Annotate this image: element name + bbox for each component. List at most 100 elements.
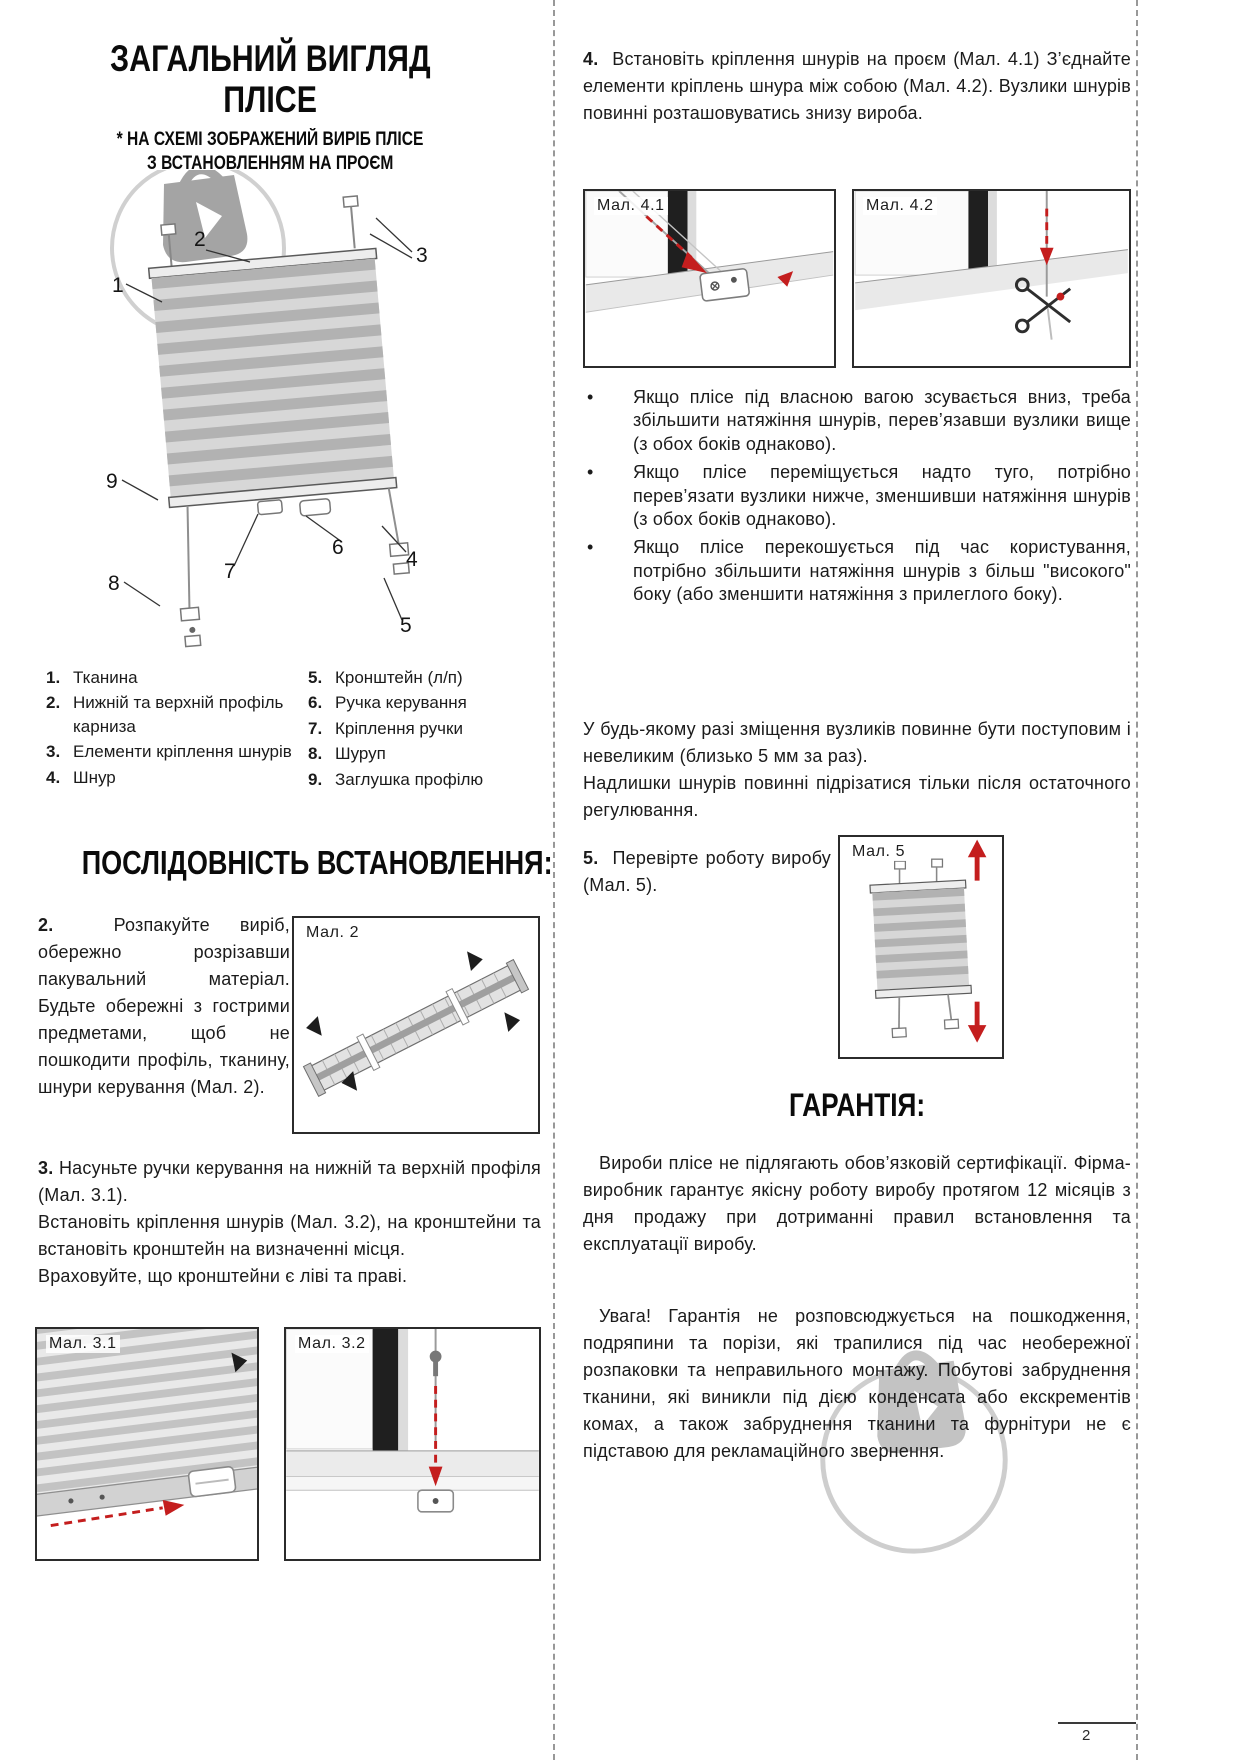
adjustment-bullet-list: • Якщо плісе під власною вагою зсуваєтьс…: [583, 386, 1131, 612]
legend-item-3: 3. Елементи кріплення шнурів: [46, 742, 292, 762]
page-number: 2: [1082, 1727, 1091, 1744]
product-overview-diagram: 1 2 3 4 5 6 7 8 9: [106, 170, 428, 648]
window-sill: [286, 1450, 539, 1477]
legend-item-2: 2. Нижній та верхній профіль карниза: [46, 693, 284, 736]
callout-6: 6: [332, 536, 344, 559]
note-line1: * НА СХЕМІ ЗОБРАЖЕНИЙ ВИРІБ ПЛІСЕ: [116, 129, 424, 150]
packed-blind: [302, 958, 530, 1097]
slide-handle-arrow: [50, 1499, 185, 1527]
step-5-body: Перевірте роботу виробу (Мал. 5).: [583, 848, 832, 895]
figure-3-1-label: Мал. 3.1: [46, 1335, 120, 1353]
legend-item-5: 5. Кронштейн (л/п): [308, 668, 463, 687]
warranty-paragraph-1: Вироби плісе не підлягають обов’язковій …: [583, 1153, 1131, 1254]
window-frame: [667, 191, 688, 283]
bullet-dot: •: [587, 537, 594, 558]
adjustment-note-p2: Надлишки шнурів повинні підрізатися тіль…: [583, 773, 1131, 820]
move-up-arrow: [967, 839, 987, 881]
figure-4-2-drawing: [854, 191, 1128, 366]
legend-item-7: 7. Кріплення ручки: [308, 718, 463, 738]
small-red-arrow: [777, 271, 794, 287]
overview-title: ЗАГАЛЬНИЙ ВИГЛЯД ПЛІСЕ: [58, 38, 482, 121]
cord-fastener-plate: [699, 268, 750, 302]
figure-4-1: Мал. 4.1: [583, 189, 836, 368]
window-sill: [855, 249, 1128, 311]
bullet-item-3: • Якщо плісе перекошується під час корис…: [583, 536, 1131, 606]
insert-down-arrow: [428, 1386, 443, 1487]
title-line1: ЗАГАЛЬНИЙ ВИГЛЯД: [109, 38, 431, 79]
warranty-heading: ГАРАНТІЯ:: [788, 1087, 926, 1123]
step-5-number: 5.: [583, 848, 599, 868]
mount-direction-arrow: [645, 215, 708, 274]
figure-3-1-drawing: [37, 1329, 257, 1527]
step-4-text: 4. Встановіть кріплення шнурів на проєм …: [583, 46, 1131, 127]
footer-rule: [1058, 1722, 1136, 1724]
legend-column-right: 5. Кронштейн (л/п) 6. Ручка керування 7.…: [308, 666, 540, 793]
callout-1: 1: [112, 274, 124, 297]
adjustment-note: У будь-якому разі зміщення вузликів пови…: [583, 716, 1131, 824]
figure-2-drawing: [302, 951, 530, 1097]
callout-leader-lines: [121, 217, 413, 621]
figure-5-label: Мал. 5: [849, 843, 909, 861]
note-line2: З ВСТАНОВЛЕННЯМ НА ПРОЄМ: [146, 152, 394, 174]
cut-point-marker: [1056, 292, 1065, 301]
callout-3: 3: [416, 244, 428, 267]
page-edge-dashed-line: [1136, 0, 1138, 1760]
figure-2-label: Мал. 2: [303, 924, 363, 942]
legend-column-left: 1. Тканина 2. Нижній та верхній профіль …: [46, 666, 308, 793]
callout-4: 4: [406, 548, 418, 571]
brand-watermark-icon-bottom: [820, 1350, 1008, 1554]
step-3-sentence-3: Враховуйте, що кронштейни є ліві та прав…: [38, 1266, 408, 1286]
figure-3-2-drawing: [286, 1329, 539, 1559]
bullet-item-1: • Якщо плісе під власною вагою зсуваєтьс…: [583, 386, 1131, 456]
bullet-dot: •: [587, 387, 594, 407]
legend-item-1: 1. Тканина: [46, 668, 138, 687]
callout-8: 8: [108, 572, 120, 595]
warranty-paragraph-2: Увага! Гарантія не розповсюджується на п…: [583, 1306, 1131, 1461]
title-line2: ПЛІСЕ: [223, 79, 317, 121]
figure-3-2: Мал. 3.2: [284, 1327, 541, 1561]
parts-legend: 1. Тканина 2. Нижній та верхній профіль …: [46, 666, 540, 793]
step-3-sentence-2: Встановіть кріплення шнурів (Мал. 3.2), …: [38, 1212, 541, 1259]
figure-2: Мал. 2: [292, 916, 540, 1134]
step-2-body: Розпакуйте виріб, обережно розрізавши па…: [38, 915, 291, 1097]
blind-bottom-profile: [37, 1329, 257, 1518]
unpack-arrows: [306, 951, 521, 1091]
overview-note: * НА СХЕМІ ЗОБРАЖЕНИЙ ВИРІБ ПЛІСЕ З ВСТА…: [58, 128, 482, 176]
figure-5: Мал. 5: [838, 835, 1004, 1059]
figure-3-2-label: Мал. 3.2: [295, 1335, 369, 1353]
figure-4-2-label: Мал. 4.2: [863, 197, 937, 215]
bullet-dot: •: [587, 462, 594, 483]
figure-4-2: Мал. 4.2: [852, 189, 1131, 368]
step-3-sentence-1: 3. Насуньте ручки керування на нижній та…: [38, 1158, 541, 1205]
callout-2: 2: [194, 228, 206, 251]
figure-3-1: Мал. 3.1: [35, 1327, 259, 1561]
step-2-text: 2. Розпакуйте виріб, обережно розрізавши…: [38, 912, 290, 1101]
bullet-item-2: • Якщо плісе переміщується надто туго, п…: [583, 461, 1131, 531]
column-divider-dashed-line: [553, 0, 555, 1760]
screw-icon: [429, 1350, 442, 1377]
small-black-arrow: [231, 1352, 248, 1373]
pleated-blind-drawing: [147, 195, 411, 648]
figure-4-1-label: Мал. 4.1: [594, 197, 668, 215]
step-5-text: 5. Перевірте роботу виробу (Мал. 5).: [583, 845, 831, 899]
move-down-arrow: [967, 1001, 987, 1043]
legend-item-9: 9. Заглушка профілю: [308, 769, 484, 789]
step-4-number: 4.: [583, 49, 599, 69]
legend-item-4: 4. Шнур: [46, 767, 116, 787]
callout-5: 5: [400, 614, 412, 637]
figure-5-drawing: [840, 837, 1002, 1057]
step-2-number: 2.: [38, 915, 54, 935]
legend-item-8: 8. Шуруп: [308, 744, 386, 764]
adjustment-note-p1: У будь-якому разі зміщення вузликів пови…: [583, 719, 1131, 766]
callout-7: 7: [224, 560, 236, 583]
step-3-text: 3. Насуньте ручки керування на нижній та…: [38, 1155, 541, 1290]
window-frame: [968, 191, 989, 281]
installation-heading: ПОСЛІДОВНІСТЬ ВСТАНОВЛЕННЯ:: [81, 844, 553, 881]
callout-numbers: 1 2 3 4 5 6 7 8 9: [106, 228, 428, 637]
figure-4-1-drawing: [585, 191, 834, 366]
legend-item-6: 6. Ручка керування: [308, 693, 467, 713]
mini-blind: [869, 858, 973, 1039]
callout-9: 9: [106, 470, 118, 493]
window-frame: [372, 1329, 399, 1451]
